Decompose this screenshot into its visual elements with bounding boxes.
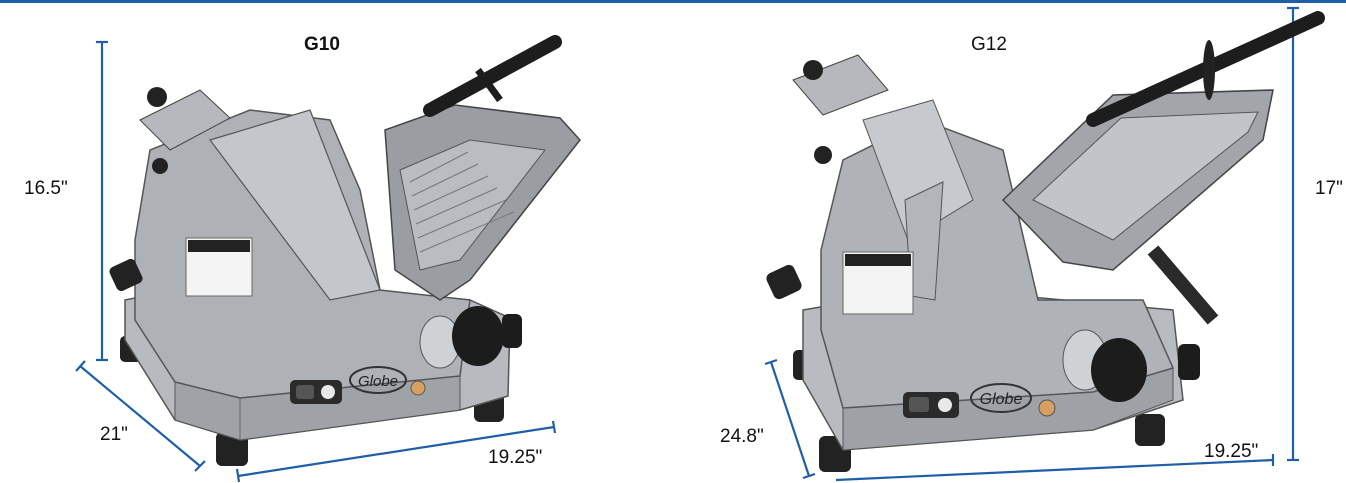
g10-depth-dimension-line [79,365,201,467]
g12-height-label: 17" [1315,178,1343,199]
g12-slicer-image: Globe [766,11,1325,472]
g10-drawing: Globe [75,35,581,483]
g12-dimension-lines [764,6,1299,482]
g10-dimension-lines [75,40,557,483]
g12-width-label: 19.25" [1204,441,1259,462]
top-accent-rule [0,0,1346,3]
product-panel-g12: Globe G12 17" 24.8" 19.25" [673,0,1346,483]
g10-width-dimension-line [237,425,555,478]
g12-width-dimension-line [835,458,1274,482]
g10-slicer-image: Globe [109,35,581,466]
g10-depth-label: 21" [100,424,128,445]
g12-drawing: Globe [764,6,1325,482]
g10-title: G10 [304,34,340,55]
svg-text:Globe: Globe [358,373,398,390]
g12-title: G12 [971,34,1007,55]
g10-height-label: 16.5" [24,178,68,199]
g10-brand-logo [349,366,407,394]
svg-text:Globe: Globe [980,391,1023,408]
g12-brand-logo [970,383,1032,413]
g12-depth-label: 24.8" [720,426,764,447]
product-panel-g10: Globe G10 16.5" 21" 19.25" [24,34,581,483]
g12-depth-dimension-line [769,361,811,477]
g10-width-label: 19.25" [488,447,543,468]
